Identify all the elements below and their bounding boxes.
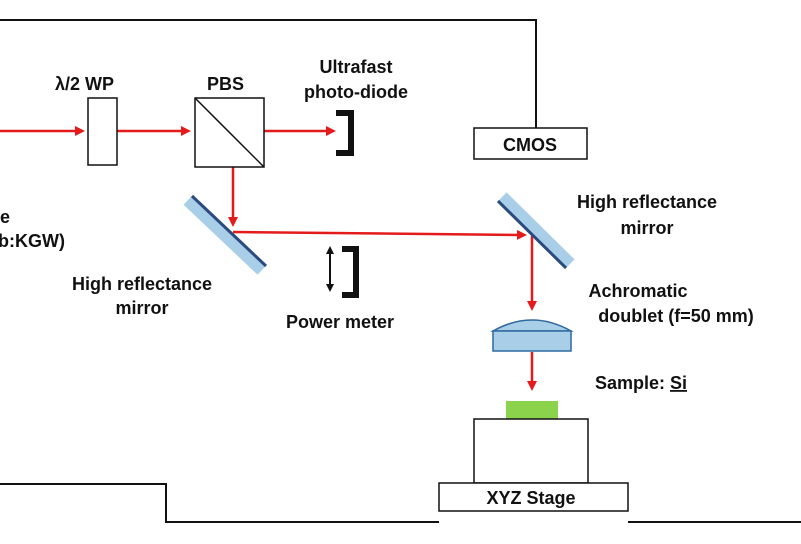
stage-label: XYZ Stage [486, 488, 575, 508]
right-mirror-label-line1: High reflectance [577, 192, 717, 212]
stage-base [438, 482, 629, 512]
left-mirror-label-line1: High reflectance [72, 274, 212, 294]
laser-label-line1: e [0, 207, 10, 227]
left-mirror [183, 194, 268, 275]
power-meter-bracket-icon [342, 246, 359, 298]
cmos-camera [473, 127, 588, 160]
pbs-label: PBS [207, 74, 244, 94]
pbs-diagonal [194, 97, 265, 168]
right-mirror [496, 192, 575, 270]
sample-label: Sample: Si [595, 373, 687, 393]
enclosure-bottom-outline [0, 483, 439, 523]
half-wave-plate-label: λ/2 WP [55, 74, 114, 94]
right-mirror-label-line2: mirror [620, 218, 673, 238]
lens-label-line1: Achromatic [588, 281, 687, 301]
power-meter-label: Power meter [286, 312, 394, 332]
photodiode-label-line1: Ultrafast [319, 57, 392, 77]
photodiode-label-line2: photo-diode [304, 82, 408, 102]
sample-label-prefix: Sample: [595, 373, 670, 393]
enclosure-top-outline [0, 19, 537, 128]
achromatic-doublet-lens [490, 319, 574, 352]
half-wave-plate [87, 97, 118, 166]
sample-si [506, 401, 558, 419]
beam-mirror-to-mirror [232, 229, 527, 240]
sample-material: Si [670, 373, 687, 393]
photodiode-bracket-icon [336, 110, 354, 156]
cmos-label: CMOS [503, 135, 557, 155]
stage-block [473, 418, 589, 484]
lens-label-line2: doublet (f=50 mm) [598, 306, 754, 326]
laser-label-line2: b:KGW) [0, 231, 65, 251]
left-mirror-label-line2: mirror [115, 298, 168, 318]
laser-beam-path [0, 126, 537, 391]
